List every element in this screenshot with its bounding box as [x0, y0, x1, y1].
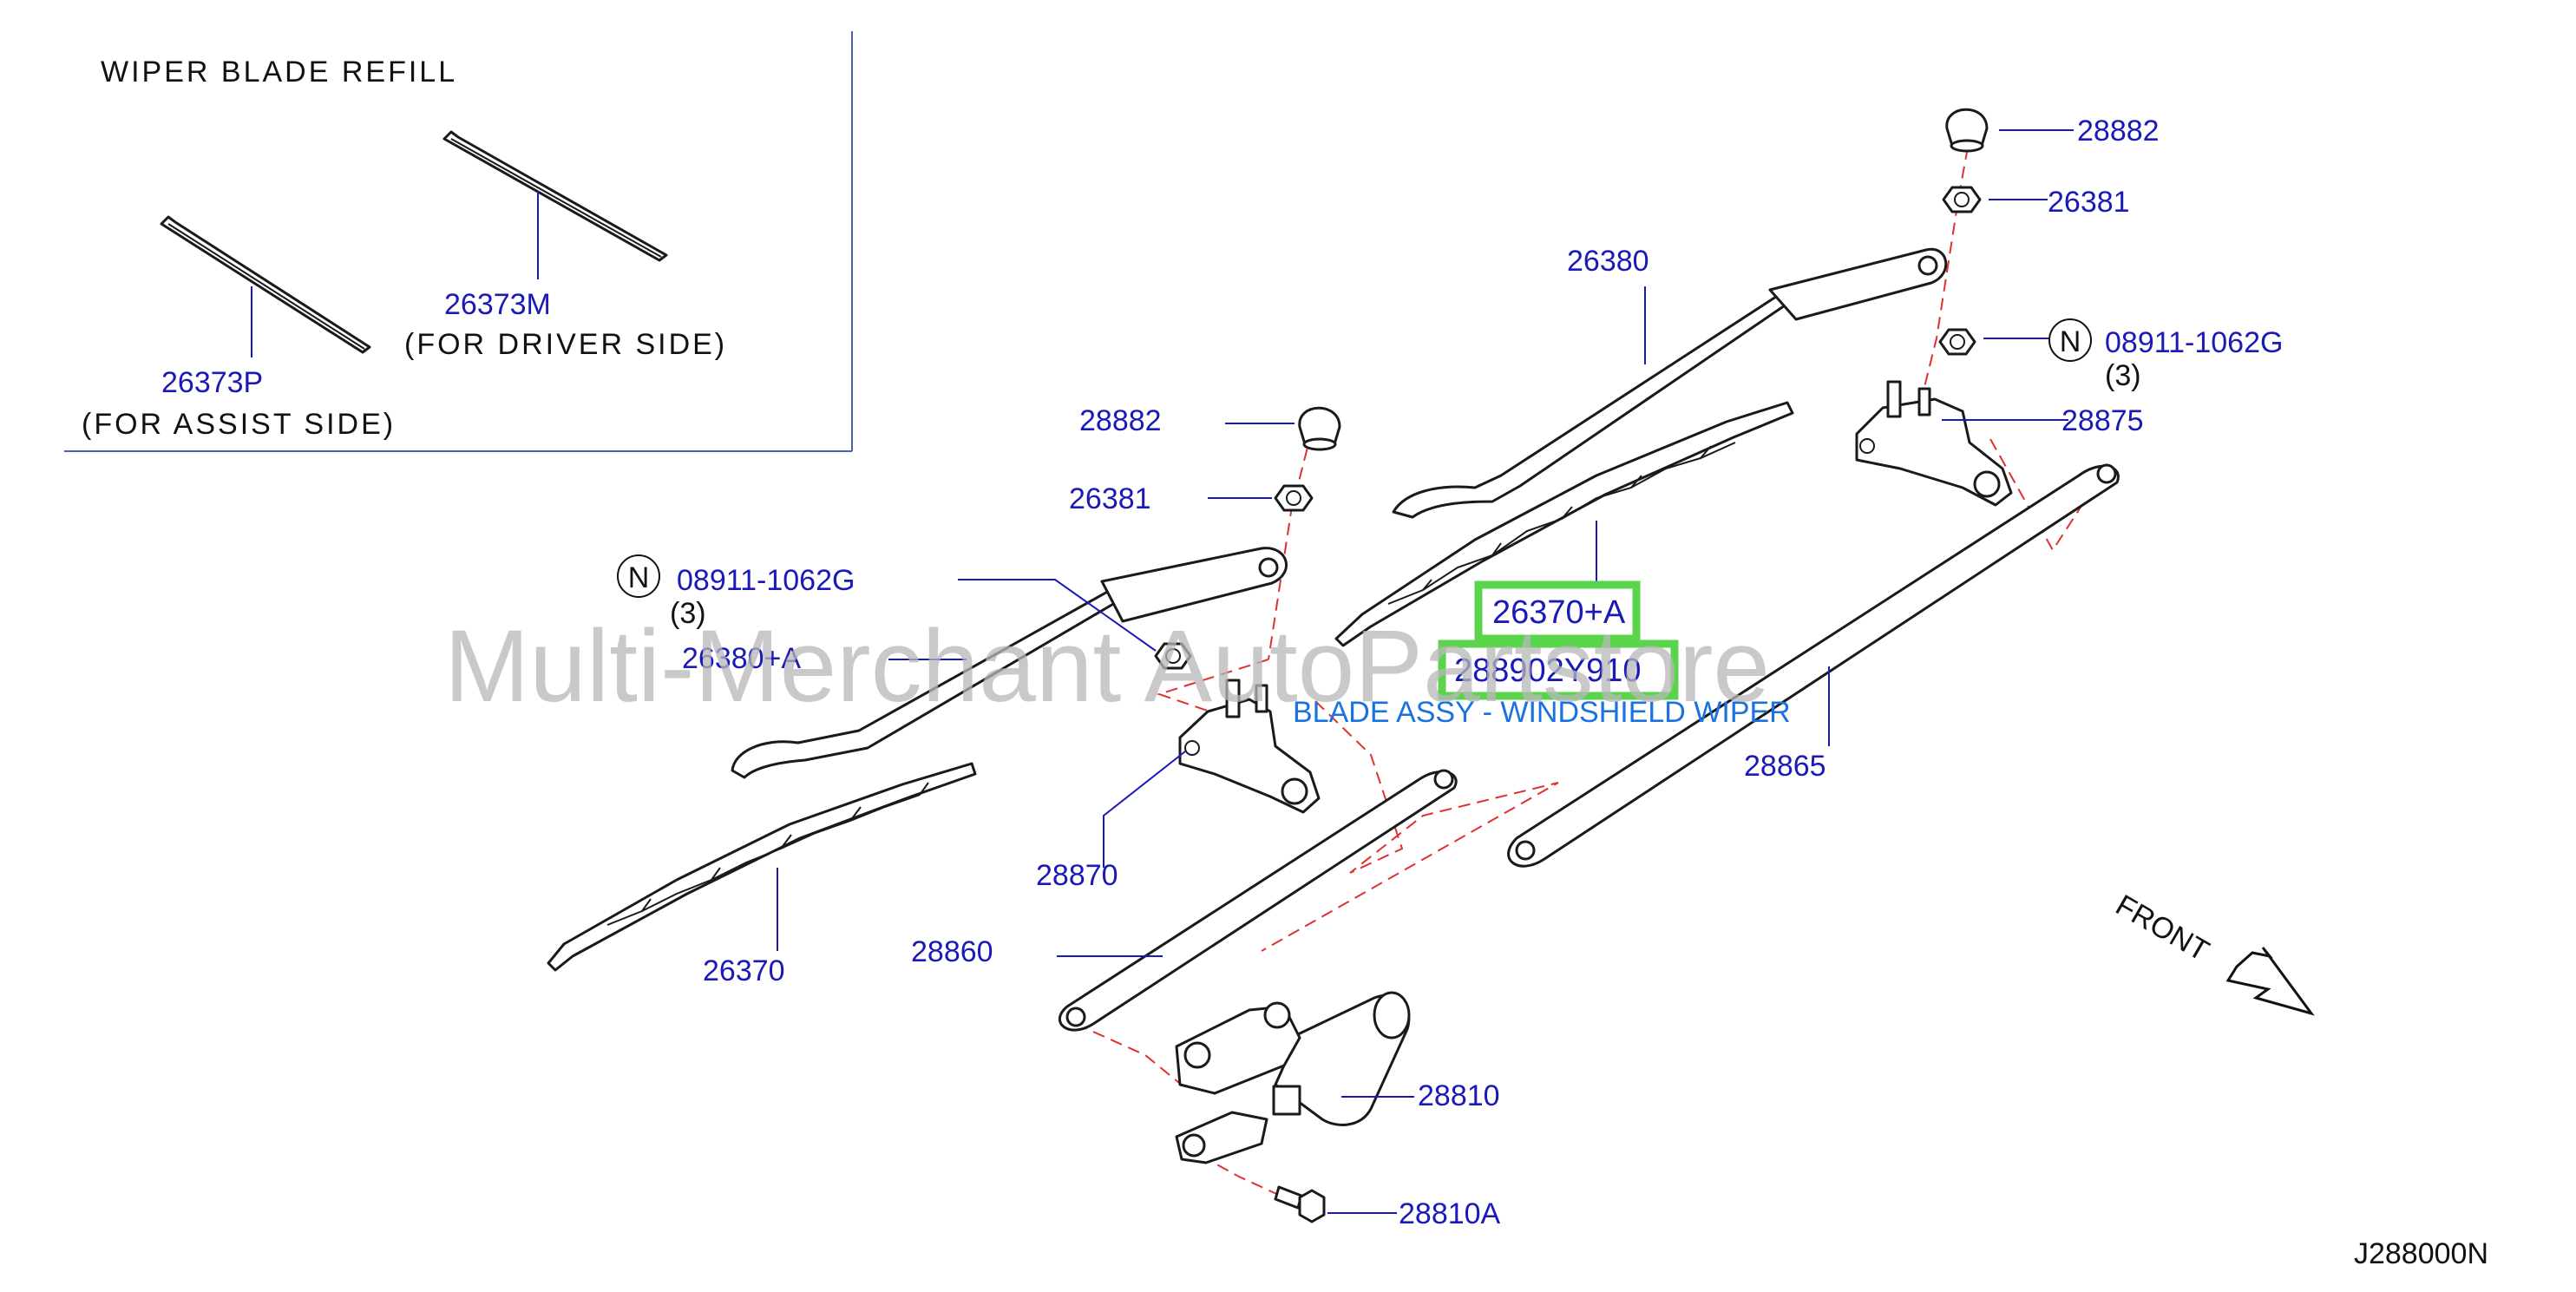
- cap-28882-left: [1298, 406, 1341, 451]
- part-number-26373P[interactable]: 26373P: [161, 366, 263, 399]
- front-direction-indicator: FRONT: [2110, 889, 2315, 1016]
- n-symbol-left-text: N: [628, 561, 650, 594]
- part-number-26373M[interactable]: 26373M: [444, 288, 551, 321]
- leader-28870: [1103, 751, 1186, 868]
- cap-28882-right: [1945, 108, 1989, 153]
- part-number-28810A[interactable]: 28810A: [1399, 1197, 1501, 1230]
- refill-strip-assist: [160, 215, 371, 354]
- nut-26381-right: [1942, 186, 1982, 213]
- highlight-bg-288902: [1442, 644, 1675, 696]
- part-number-08911-right[interactable]: 08911-1062G: [2105, 326, 2283, 359]
- watermark-text: Multi-Merchant AutoPartstore: [444, 609, 1770, 724]
- diagram-code: J288000N: [2354, 1237, 2488, 1270]
- front-arrow-icon: [2225, 947, 2315, 1016]
- quantity-08911-left: (3): [670, 597, 706, 630]
- nut-08911-right: [1938, 328, 1976, 356]
- pivot-28875: [1855, 380, 2013, 507]
- part-number-288902Y910[interactable]: 288902Y910: [1454, 653, 1642, 689]
- part-number-28860[interactable]: 28860: [911, 935, 993, 968]
- n-symbol-right-text: N: [2060, 325, 2081, 358]
- inset-title: WIPER BLADE REFILL: [101, 56, 457, 89]
- wiper-blade-26370: [547, 762, 977, 972]
- nut-26381-left: [1274, 484, 1314, 512]
- part-number-08911-left[interactable]: 08911-1062G: [677, 564, 855, 597]
- wiper-blade-26370A: [1334, 401, 1794, 647]
- bolt-28810A: [1274, 1185, 1326, 1223]
- part-number-26370[interactable]: 26370: [703, 954, 785, 987]
- driver-side-note: (FOR DRIVER SIDE): [404, 328, 727, 361]
- part-number-28875[interactable]: 28875: [2061, 404, 2144, 437]
- part-number-26381-right[interactable]: 26381: [2048, 186, 2130, 219]
- part-number-28882-right[interactable]: 28882: [2077, 115, 2160, 148]
- refill-strip-driver: [442, 130, 668, 262]
- wiper-arm-26380: [1392, 247, 1948, 519]
- highlight-box-26370A: [1474, 580, 1641, 643]
- part-number-26370A[interactable]: 26370+A: [1492, 594, 1626, 631]
- wiper-blade-refill-inset: WIPER BLADE REFILL 26373M (FOR DRIVER SI…: [64, 31, 853, 452]
- part-number-26380[interactable]: 26380: [1567, 245, 1649, 278]
- part-number-28882-left[interactable]: 28882: [1079, 404, 1162, 437]
- link-rod-28865: [1507, 463, 2120, 868]
- leader-08911-left: [958, 579, 1157, 652]
- assembly-guide-lines: [1075, 147, 2092, 1198]
- part-number-28870[interactable]: 28870: [1036, 859, 1118, 892]
- part-number-28865[interactable]: 28865: [1744, 750, 1826, 783]
- highlight-bg-26370A: [1478, 585, 1636, 639]
- wiper-motor-28810: [1175, 991, 1411, 1164]
- front-label: FRONT: [2110, 889, 2214, 967]
- part-number-26380A[interactable]: 26380+A: [682, 642, 801, 675]
- assist-side-note: (FOR ASSIST SIDE): [82, 408, 396, 441]
- link-rod-28860: [1058, 769, 1458, 1032]
- quantity-08911-right: (3): [2105, 359, 2141, 392]
- n-symbol-left: [617, 554, 660, 598]
- blade-assy-description[interactable]: BLADE ASSY - WINDSHIELD WIPER: [1293, 696, 1791, 729]
- nut-08911-left: [1154, 642, 1192, 670]
- highlight-box-288902: [1438, 639, 1679, 700]
- wiper-arm-26380A: [731, 547, 1288, 779]
- n-symbol-right: [2048, 318, 2092, 362]
- part-number-26381-left[interactable]: 26381: [1069, 482, 1151, 515]
- pivot-28870: [1178, 679, 1321, 814]
- part-number-28810[interactable]: 28810: [1418, 1079, 1500, 1112]
